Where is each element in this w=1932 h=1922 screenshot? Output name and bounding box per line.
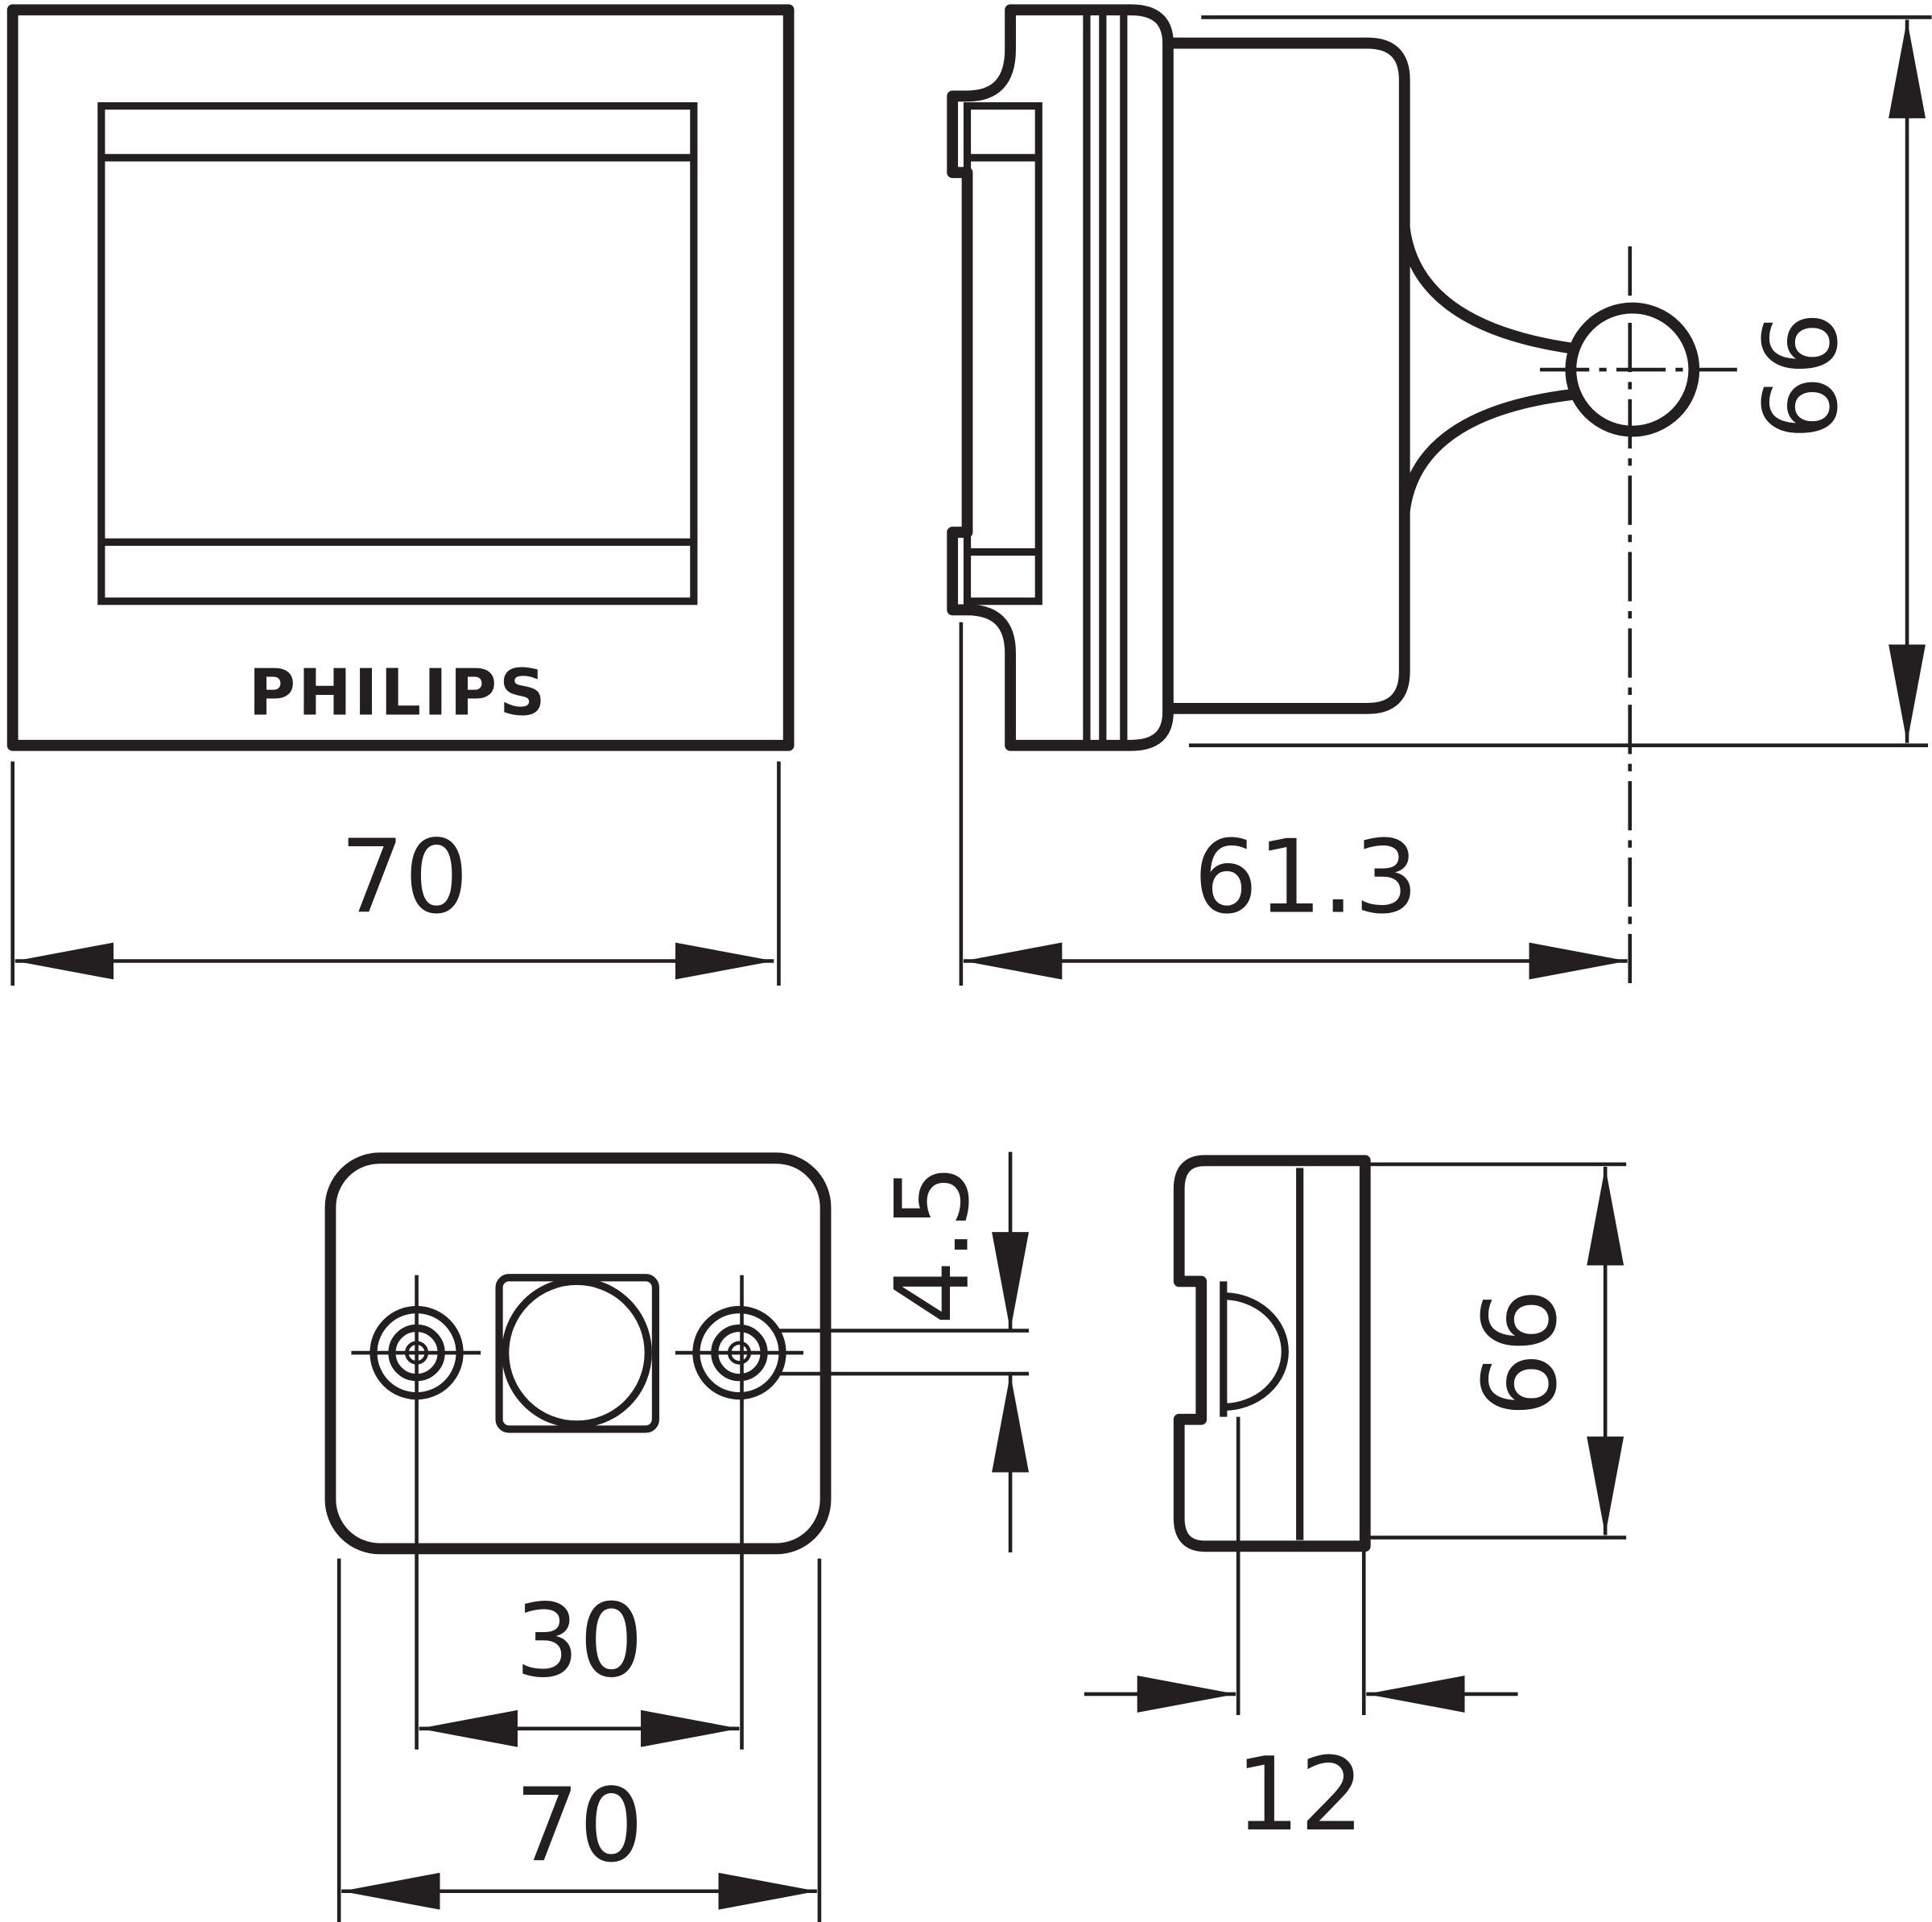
cable-entry-hole bbox=[502, 1277, 652, 1428]
dimension-hole-spacing: 30 bbox=[515, 1582, 644, 1700]
dimension-offset: 4.5 bbox=[874, 1164, 992, 1325]
cable-entry-square bbox=[495, 1274, 659, 1433]
base-view: 30 70 4.5 bbox=[324, 1151, 1030, 1922]
side-neck bbox=[1398, 227, 1575, 512]
front-frame bbox=[6, 4, 795, 751]
philips-logo: PHILIPS bbox=[249, 655, 548, 730]
dimension-base-height: 66 bbox=[1461, 1288, 1579, 1417]
dimension-base-width: 70 bbox=[515, 1767, 644, 1884]
side-lens bbox=[963, 102, 1042, 606]
front-view: PHILIPS 70 bbox=[6, 4, 795, 986]
base-side-gland bbox=[1223, 1292, 1289, 1411]
dimension-base-depth: 12 bbox=[1236, 1736, 1364, 1854]
side-view: 66 61.3 bbox=[947, 4, 1932, 986]
base-side-outline bbox=[1173, 1155, 1371, 1552]
side-body bbox=[1167, 37, 1410, 714]
dimension-side-height: 66 bbox=[1742, 312, 1860, 440]
dimension-front-width: 70 bbox=[340, 818, 469, 936]
screw-hole-right bbox=[675, 1305, 804, 1400]
front-lens bbox=[97, 102, 698, 606]
base-plate bbox=[324, 1152, 832, 1555]
side-frame bbox=[947, 4, 1174, 751]
dimension-side-depth: 61.3 bbox=[1194, 818, 1418, 936]
base-side-view: 66 12 bbox=[1084, 1155, 1627, 1854]
